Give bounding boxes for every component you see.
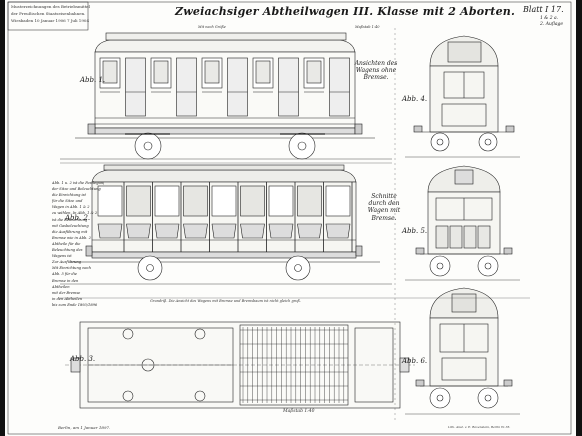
abb5-cross-section [405,165,520,281]
header-note-line-1: Musterzeichnungen des Betriebsmittel [11,4,90,9]
caption-views: Ansichten des Wagens ohne Bremse. [354,60,398,82]
side-note-line: zu wählen. In Abb. 1 & 2 [52,211,98,216]
side-note-line: die Einrichtung ist [52,193,86,198]
scale-note-bottom: Maßstab 1:40 [283,409,315,414]
plan-note: Grundriß. Die Ansicht des Wagens mit Bre… [150,299,301,303]
door-panel [227,57,248,117]
label-abb-5: Abb. 5. [402,227,428,235]
label-abb-6: Abb. 6. [402,357,428,365]
door-panel [176,57,197,117]
side-note-line: in den Abtheilen [52,296,83,301]
sheet-number: Blatt I 17. [523,5,564,14]
sheet-subnumber: 1 & 2 a. [540,16,559,21]
side-note-line: Mit Einrichtung nach [52,266,91,271]
side-note-line: Bremse in den [52,278,79,283]
compartment-bay [183,185,208,217]
compartment-bay [126,185,151,217]
abb3-plan-view [65,321,415,409]
sheet-edition: 2. Auflage [540,22,564,27]
compartment-bay [325,185,351,217]
side-note-line: mit Gasbeleuchtung [52,223,89,228]
side-note-line: ist die Beleuchtung [52,217,88,222]
caption-sections: Schnitte durch den Wagen mit Bremse. [367,193,401,222]
side-note-line: Beleuchtung des [52,248,83,253]
door-panel [329,57,350,117]
side-note-line: Wagens ist [52,254,72,259]
side-note-line: bis zum Ende 1893/1896 [52,302,98,307]
compartment-bay [268,185,294,217]
header-note-line-2: der Preußischen Staatseisenbahnen. [11,11,86,16]
side-note-line: Wagen in Abb. 1 & 2 [52,205,90,210]
label-abb-2: Abb. 2. [65,214,91,222]
drawing-title: Zweiachsiger Abtheilwagen III. Klasse mi… [175,5,516,18]
side-note-line: die Ausführung mit [52,229,88,234]
scale-note-left: Mit nach Größe [198,25,226,29]
abb2-longitudinal-section [60,164,392,285]
side-note-line: Abb. 1 u. 2 ist die Festlegung [52,181,104,185]
label-abb-3: Abb. 3. [70,355,96,363]
label-abb-1: Abb. 1. [80,76,106,84]
label-abb-4: Abb. 4. [402,95,428,103]
side-note-line: mit der Bremse [52,290,81,295]
door-panel [125,57,146,117]
abb1-side-elevation [60,32,392,164]
signature-left: Berlin, am 1 Januar 1897. [58,425,111,430]
side-notes: Abb. 1 u. 2 ist die Festlegung der Sitze … [52,180,104,308]
abb6-end-section [405,287,520,415]
side-note-line: Abtheile für die [52,241,81,246]
signature-right: Lith. Anst. v. E. Ravenstein, Berlin W. … [448,425,511,429]
side-note-line: der Sitze und Beleuchtung [52,187,101,192]
seat-section [435,225,449,249]
side-note-line: Abtheilen [52,284,70,289]
scan-edge-right [576,0,582,436]
seat-section [449,225,463,249]
seat-section [477,225,491,249]
compartment-bay [97,185,123,217]
seat-section [463,225,477,249]
compartment-bay [211,185,237,217]
side-note-line: Abb. 5 für die [52,272,77,277]
side-note-line: für die Sitze und [52,199,83,204]
side-note-line: Zur Ausführung [52,260,82,265]
scan-edge-left [0,0,5,436]
scale-note-right: Maßstab 1:40 [355,25,380,29]
compartment-bay [240,185,265,217]
side-note-line: Bremse wie in Abb. 2 [52,235,91,240]
compartment-bay [297,185,322,217]
compartment-bay [154,185,180,217]
abb4-end-view [405,35,520,158]
door-panel [278,57,299,117]
header-note-line-3: Wiesbaden 10 Januar 1906 7 Juli 1904 [11,18,89,23]
